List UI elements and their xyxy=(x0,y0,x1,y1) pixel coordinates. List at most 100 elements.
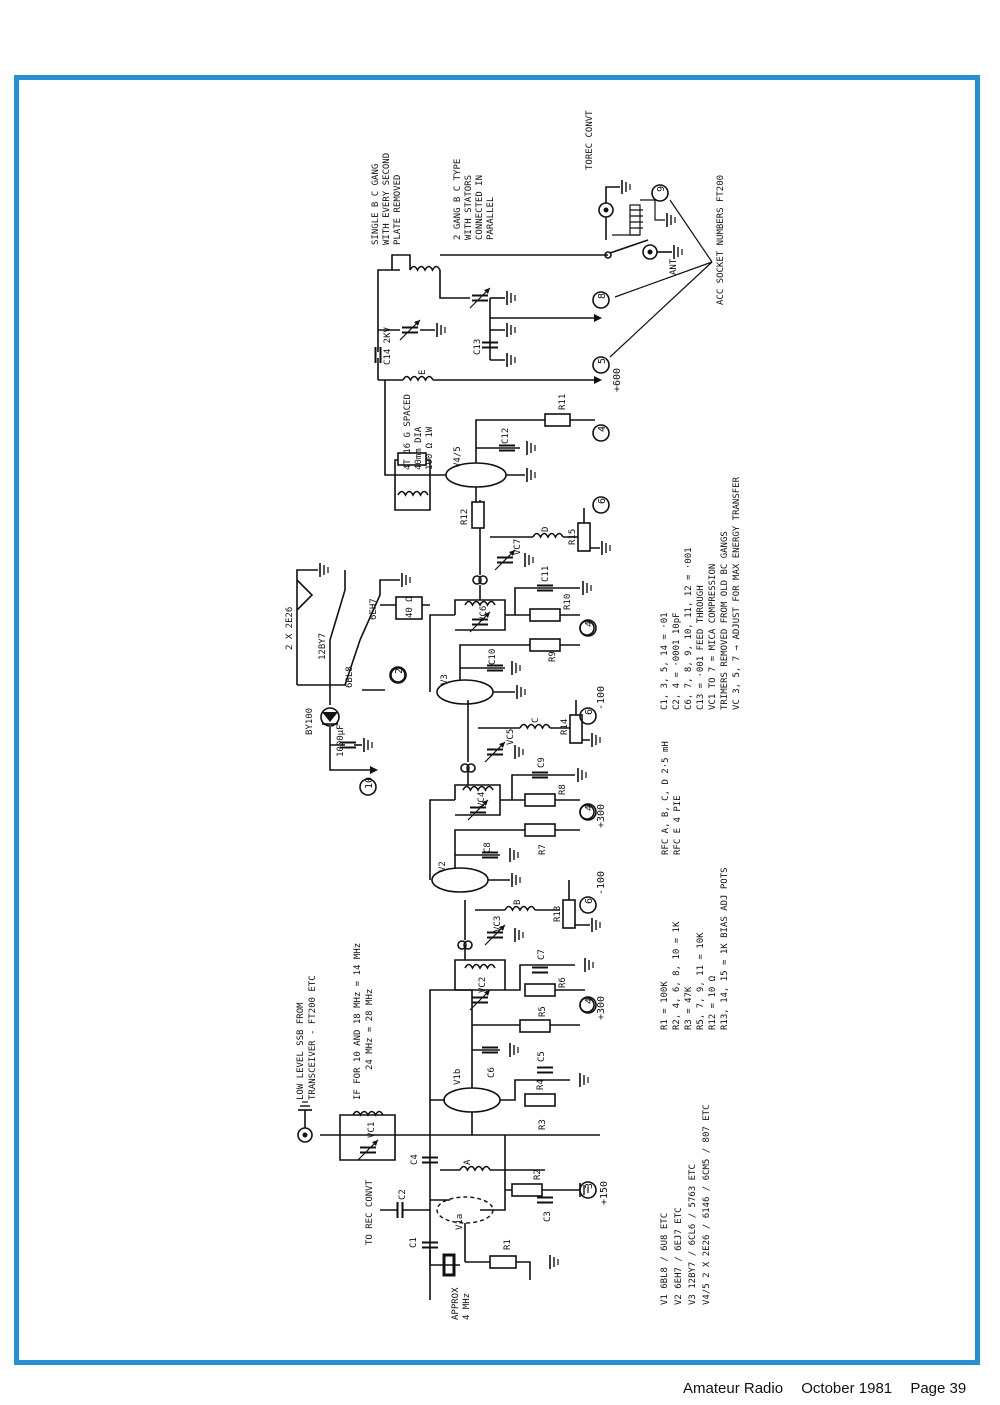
rfc-note-line: RFC A, B, C, D 2·5 mH xyxy=(661,741,671,855)
resistor-note: R1 = 100K xyxy=(660,981,670,1030)
acc-label: ACC SOCKET NUMBERS FT200 xyxy=(716,175,726,305)
resistor-note: R2, 4, 6, 8, 10 = 1K xyxy=(672,921,682,1030)
antenna-relay xyxy=(598,179,683,260)
socket-label: 8 xyxy=(597,293,608,299)
svg-text:4T 16 G SPACED 40mm DIA: 4T 16 G SPACED 40mm DIA 100 Ω 1W xyxy=(403,389,435,470)
stage-v45 xyxy=(374,254,611,575)
capacitor-note: VC1 TO 7 = MICA COMPRESSION xyxy=(708,564,718,710)
page-border xyxy=(14,75,980,1365)
acc-pointer-lines xyxy=(609,199,713,358)
socket-circles xyxy=(359,184,669,1199)
label-c3: C3 xyxy=(543,1211,553,1222)
label-vc7: VC7 xyxy=(513,539,523,555)
c14-label: C14 2KV xyxy=(383,326,393,365)
rectifier-cap-label: 1000μF xyxy=(336,724,346,757)
label-r13: R13 xyxy=(553,906,563,922)
rfc-note-line: RFC E 4 PIE xyxy=(673,795,683,855)
resistor-note: R5, 7, 9, 11 = 10K xyxy=(696,932,706,1030)
label-vc3: VC3 xyxy=(493,916,503,932)
label-r9: R9 xyxy=(548,651,558,662)
label-v3: V3 xyxy=(440,674,450,685)
valve-list: V1 6BL8 / 6U8 ETC V2 6EH7 / 6EJ7 ETC V3 … xyxy=(660,1105,712,1305)
socket-label: 4 xyxy=(584,998,595,1004)
label-c10: C10 xyxy=(488,649,498,665)
resistor-note: R3 = 47K xyxy=(684,986,694,1030)
stage-v3 xyxy=(429,575,601,763)
label-vc2: VC2 xyxy=(478,977,488,993)
socket-label: 4 xyxy=(584,621,595,627)
label-c5: C5 xyxy=(537,1051,547,1062)
heater-tubes-label: 2 X 2E26 xyxy=(285,607,295,650)
resistor-note: R12 = 10 Ω xyxy=(708,975,718,1030)
to-rec-label: TO REC CONVT xyxy=(365,1179,375,1245)
label-v2: V2 xyxy=(438,861,448,872)
capacitor-note: C1, 3, 5, 14 = ·01 xyxy=(660,612,670,710)
label-r14: R14 xyxy=(560,719,570,735)
svg-text:APPROX 4 MHz: APPROX 4 MHz xyxy=(451,1282,472,1320)
valve-note: V3 12BY7 / 6CL6 / 5763 ETC xyxy=(688,1164,698,1305)
voltage-label: -100 xyxy=(596,686,607,710)
label-c12: C12 xyxy=(501,428,511,444)
label-c6: C6 xyxy=(487,1067,497,1078)
socket-label: 5 xyxy=(597,358,608,364)
heater-supply xyxy=(296,562,430,774)
coil-note-line: 100 Ω 1W xyxy=(425,426,435,470)
svg-text:RFC A, B, C, D 2·5 mH: RFC A, B, C, D 2·5 mH RFC E 4 PIE xyxy=(661,736,683,855)
single-gang-line: SINGLE B C GANG xyxy=(371,164,381,245)
label-vc1: VC1 xyxy=(367,1122,377,1138)
if-note-line: 24 MHz = 28 MHz xyxy=(365,989,375,1070)
label-rfc-c: C xyxy=(531,718,541,723)
label-r4: R4 xyxy=(536,1079,546,1090)
label-rfc-d: D xyxy=(541,527,551,532)
crystal-icon xyxy=(442,1253,456,1277)
socket-label: 9 xyxy=(656,186,667,192)
label-r8: R8 xyxy=(558,784,568,795)
socket-label: 10 xyxy=(364,777,375,789)
label-vc6: VC6 xyxy=(479,606,489,622)
resistor-list: R1 = 100K R2, 4, 6, 8, 10 = 1K R3 = 47K … xyxy=(660,867,730,1030)
rectifier-diode-icon xyxy=(322,712,338,722)
valve-note: V4/5 2 X 2E26 / 6146 / 6CM5 / 807 ETC xyxy=(702,1105,712,1305)
approx-line: 4 MHz xyxy=(462,1293,472,1320)
label-r12: R12 xyxy=(460,509,470,525)
label-rfc-e: E xyxy=(418,370,428,375)
valve-note: V1 6BL8 / 6U8 ETC xyxy=(660,1213,670,1305)
heater-resistor-label: 40 Ω xyxy=(405,596,415,618)
resistor-note: R13, 14, 15 = 1K BIAS ADJ POTS xyxy=(720,867,730,1030)
input-note-line: TRANSCEIVER - FT200 ETC xyxy=(308,975,318,1100)
footer-magazine: Amateur Radio xyxy=(683,1380,784,1397)
heater-tubes-label: 12BY7 xyxy=(318,633,328,660)
footer-date: October 1981 xyxy=(801,1380,893,1397)
label-r5: R5 xyxy=(538,1006,548,1017)
if-note-line: IF FOR 10 AND 18 MHz = 14 MHz xyxy=(353,943,363,1100)
label-c13: C13 xyxy=(473,339,483,355)
label-rfc-b: B xyxy=(513,900,523,905)
capacitor-note: TRIMERS REMOVED FROM OLD BC GANGS xyxy=(720,531,730,710)
label-r2: R2 xyxy=(533,1169,543,1180)
svg-text:2 GANG B C TYPE WITH STA: 2 GANG B C TYPE WITH STATORS CONNECTED I… xyxy=(453,153,496,240)
label-c9: C9 xyxy=(537,757,547,768)
torec-label: TOREC CONVT xyxy=(585,110,595,170)
label-r7: R7 xyxy=(538,844,548,855)
approx-line: APPROX xyxy=(451,1287,461,1320)
label-c8: C8 xyxy=(483,842,493,853)
label-c1: C1 xyxy=(409,1237,419,1248)
capacitor-note: C2, 4 = ·0001 10pF xyxy=(672,612,682,710)
label-c4: C4 xyxy=(410,1154,420,1165)
voltage-label: -100 xyxy=(596,871,607,895)
voltage-label: +300 xyxy=(596,996,607,1020)
capacitor-note: C13 = ·001 FEED THROUGH xyxy=(696,585,706,710)
heater-tubes-label: 6EH7 xyxy=(369,598,379,620)
voltage-label: +150 xyxy=(599,1181,610,1205)
label-c2: C2 xyxy=(398,1189,408,1200)
svg-text:IF FOR 10 AND 18 MHz = 14 MHz: IF FOR 10 AND 18 MHz = 14 MHz 24 MHz = 2… xyxy=(353,937,375,1100)
socket-label: 6 xyxy=(597,498,608,504)
stage-v1a xyxy=(297,1101,589,1300)
label-vc5: VC5 xyxy=(506,729,516,745)
label-r15: R15 xyxy=(568,529,578,545)
label-c7: C7 xyxy=(537,949,547,960)
stage-v1b xyxy=(429,940,595,1135)
label-rfc-a: A xyxy=(463,1159,473,1165)
label-vc4: VC4 xyxy=(477,792,487,808)
supply-arrows xyxy=(594,314,602,384)
